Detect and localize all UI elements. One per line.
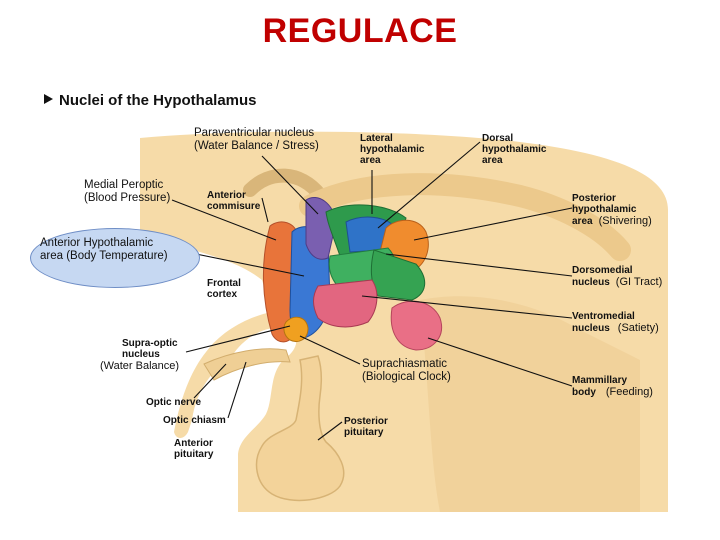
- anterior-hypothalamic-highlight: [30, 228, 200, 288]
- anterior-pituitary-line-1: Anterior: [174, 438, 213, 449]
- leader-paraventricular: [261, 155, 319, 215]
- pituitary-stalk: [255, 355, 345, 502]
- leader-posterior-pituitary: [317, 421, 343, 441]
- posterior-pituitary-line-1: Posterior: [344, 416, 388, 427]
- leader-anterior-hypothalamic: [195, 253, 305, 277]
- label-lateral: Lateral hypothalamic area: [360, 133, 424, 167]
- label-suprachiasmatic: Suprachiasmatic (Biological Clock): [362, 358, 451, 384]
- brainstem-region: [420, 296, 640, 512]
- posterior-pituitary-line-2: pituitary: [344, 427, 384, 439]
- label-posterior-pituitary: Posterior pituitary: [344, 416, 388, 438]
- posterior-line-2: hypothalamic: [572, 204, 637, 216]
- label-posterior: Posterior hypothalamic area (Shivering): [572, 193, 652, 228]
- lateral-line-3: area: [360, 155, 381, 167]
- optic-nerve-shape: [203, 348, 291, 381]
- supraoptic-line-1: Supra-optic: [122, 338, 178, 349]
- label-medial-preoptic: Medial Peroptic (Blood Pressure): [84, 179, 170, 205]
- suprachiasmatic-function: (Biological Clock): [362, 370, 451, 383]
- dorsomedial-line-1: Dorsomedial: [572, 265, 633, 276]
- supraoptic-line-2: nucleus: [122, 349, 160, 361]
- ventromedial-line-1: Ventromedial: [572, 311, 635, 322]
- anterior-hypothalamic-function: area (Body Temperature): [40, 249, 168, 262]
- lateral-line-2: hypothalamic: [360, 144, 425, 156]
- thalamus-band: [299, 173, 631, 261]
- diagram-subtitle: Nuclei of the Hypothalamus: [44, 92, 257, 109]
- anterior-pituitary-line-2: pituitary: [174, 449, 214, 461]
- posterior-line-1: Posterior: [572, 193, 616, 204]
- dorsal-line-3: area: [482, 155, 503, 167]
- label-dorsal: Dorsal hypothalamic area: [482, 133, 546, 167]
- supraoptic-function: (Water Balance): [100, 360, 180, 373]
- ventromedial-function: (Satiety): [617, 322, 659, 335]
- preoptic-nucleus: [262, 221, 299, 343]
- leader-mammillary: [427, 337, 573, 387]
- ventromedial-nucleus: [313, 279, 378, 328]
- posterior-line-3: area: [572, 216, 593, 228]
- leader-dorsal: [377, 141, 481, 229]
- leader-posterior: [413, 207, 573, 241]
- leader-supraoptic: [185, 325, 291, 353]
- mammillary-line-1: Mammillary: [572, 375, 628, 386]
- dorsal-line-1: Dorsal: [482, 133, 514, 144]
- posterior-function: (Shivering): [598, 215, 652, 228]
- anterior-hypothalamic-name: Anterior Hypothalamic: [40, 237, 154, 249]
- label-optic-nerve: Optic nerve: [146, 397, 202, 408]
- mammillary-function: (Feeding): [605, 386, 653, 399]
- lateral-line-1: Lateral: [360, 133, 393, 144]
- page-title: REGULACE: [262, 12, 458, 50]
- subtitle-text: Nuclei of the Hypothalamus: [59, 92, 257, 109]
- dorsomedial-line-2: nucleus: [572, 277, 610, 289]
- dorsomedial-function: (GI Tract): [615, 276, 663, 289]
- anterior-commisure-line-2: commisure: [207, 201, 261, 213]
- medial-preoptic-name: Medial Peroptic: [84, 179, 164, 191]
- triangle-bullet-icon: [44, 94, 53, 104]
- label-ventromedial: Ventromedial nucleus (Satiety): [572, 311, 659, 335]
- leader-suprachiasmatic: [299, 335, 361, 365]
- label-optic-chiasm: Optic chiasm: [163, 415, 226, 426]
- suprachiasmatic-name: Suprachiasmatic: [362, 358, 448, 370]
- leader-medial-preoptic: [171, 199, 277, 241]
- paraventricular-name: Paraventricular nucleus: [194, 127, 315, 139]
- lateral-lower-area: [370, 249, 426, 301]
- leader-optic-nerve: [193, 363, 227, 399]
- frontal-cortex-line-2: cortex: [207, 289, 238, 301]
- label-paraventricular: Paraventricular nucleus (Water Balance /…: [194, 127, 319, 153]
- medial-preoptic-function: (Blood Pressure): [84, 191, 171, 204]
- label-supraoptic: Supra-optic nucleus (Water Balance): [100, 338, 179, 373]
- paraventricular-function: (Water Balance / Stress): [194, 139, 319, 152]
- suprachiasmatic-nucleus: [283, 316, 309, 342]
- leader-anterior-commisure: [261, 197, 269, 223]
- leader-dorsomedial: [385, 253, 573, 277]
- leader-optic-chiasm: [227, 361, 247, 419]
- label-mammillary: Mammillary body (Feeding): [572, 375, 653, 399]
- ventromedial-line-2: nucleus: [572, 323, 610, 335]
- label-anterior-hypothalamic: Anterior Hypothalamic area (Body Tempera…: [40, 237, 168, 263]
- leader-ventromedial: [361, 295, 573, 319]
- frontal-cortex-line-1: Frontal: [207, 278, 241, 289]
- label-anterior-commisure: Anterior commisure: [207, 190, 260, 212]
- label-frontal-cortex: Frontal cortex: [207, 278, 241, 300]
- anterior-commisure-line-1: Anterior: [207, 190, 246, 201]
- dorsal-line-2: hypothalamic: [482, 144, 547, 156]
- label-anterior-pituitary: Anterior pituitary: [174, 438, 213, 460]
- label-dorsomedial: Dorsomedial nucleus (GI Tract): [572, 265, 662, 289]
- mammillary-line-2: body: [572, 387, 596, 399]
